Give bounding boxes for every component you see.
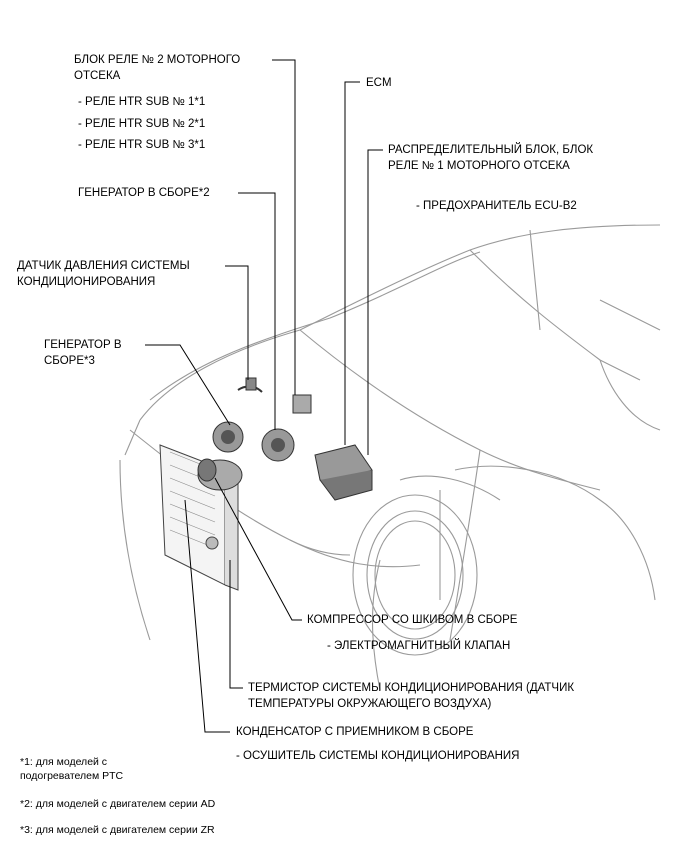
label-relay-htr-2: - РЕЛЕ HTR SUB № 2*1 (78, 118, 206, 130)
footnote-1-line1: *1: для моделей с (20, 756, 108, 768)
label-magnetic-clutch: - ЭЛЕКТРОМАГНИТНЫЙ КЛАПАН (327, 640, 511, 652)
label-relay-block-2-line1: БЛОК РЕЛЕ № 2 МОТОРНОГО (74, 54, 241, 66)
leader-compressor (214, 477, 302, 621)
label-generator-zr-line2: СБОРЕ*3 (44, 355, 95, 367)
leader-relay-block-2 (272, 59, 296, 395)
label-junction-block-line1: РАСПРЕДЕЛИТЕЛЬНЫЙ БЛОК, БЛОК (388, 144, 594, 156)
leader-ecm (344, 81, 360, 445)
ecm-part (292, 394, 312, 414)
label-relay-block-2-line2: ОТСЕКА (74, 70, 121, 82)
label-thermistor: ТЕРМИСТОР СИСТЕМЫ КОНДИЦИОНИРОВАНИЯ (ДАТ… (248, 680, 574, 712)
label-pressure-sensor-line1: ДАТЧИК ДАВЛЕНИЯ СИСТЕМЫ (17, 260, 190, 272)
label-relay-block-2: БЛОК РЕЛЕ № 2 МОТОРНОГО ОТСЕКА (74, 52, 240, 84)
front-wheel (352, 494, 478, 656)
compressor-part (197, 458, 243, 491)
label-relay-htr-1: - РЕЛЕ HTR SUB № 1*1 (78, 96, 206, 108)
label-generator-ad: ГЕНЕРАТОР В СБОРЕ*2 (78, 187, 210, 199)
label-thermistor-line1: ТЕРМИСТОР СИСТЕМЫ КОНДИЦИОНИРОВАНИЯ (ДАТ… (248, 682, 575, 694)
footnote-1-line2: подогревателем PTC (20, 770, 124, 782)
leader-lines (145, 59, 383, 733)
label-junction-block-line2: РЕЛЕ № 1 МОТОРНОГО ОТСЕКА (388, 160, 570, 172)
pressure-sensor-part (237, 377, 263, 393)
label-fuse-ecu-b2: - ПРЕДОХРАНИТЕЛЬ ECU-B2 (416, 200, 577, 212)
label-pressure-sensor: ДАТЧИК ДАВЛЕНИЯ СИСТЕМЫ КОНДИЦИОНИРОВАНИ… (17, 258, 190, 290)
leader-generator-zr (145, 344, 231, 426)
footnote-3: *3: для моделей с двигателем серии ZR (20, 824, 215, 836)
label-compressor: КОМПРЕССОР СО ШКИВОМ В СБОРЕ (307, 614, 518, 626)
leader-pressure-sensor (225, 265, 249, 380)
label-junction-block: РАСПРЕДЕЛИТЕЛЬНЫЙ БЛОК, БЛОК РЕЛЕ № 1 МО… (388, 142, 593, 174)
generator-ad-part (261, 428, 295, 462)
label-pressure-sensor-line2: КОНДИЦИОНИРОВАНИЯ (17, 276, 156, 288)
footnote-1: *1: для моделей с подогревателем PTC (20, 755, 123, 783)
junction-block-part (314, 444, 373, 501)
label-thermistor-line2: ТЕМПЕРАТУРЫ ОКРУЖАЮЩЕГО ВОЗДУХА) (248, 698, 492, 710)
label-generator-zr-line1: ГЕНЕРАТОР В (44, 339, 122, 351)
leader-junction-block (367, 149, 383, 455)
label-ecm: ECM (366, 77, 392, 89)
generator-zr-part (212, 421, 244, 453)
label-dryer: - ОСУШИТЕЛЬ СИСТЕМЫ КОНДИЦИОНИРОВАНИЯ (236, 750, 520, 762)
leader-generator-ad (238, 192, 276, 430)
footnote-2: *2: для моделей с двигателем серии AD (20, 798, 216, 810)
label-condenser: КОНДЕНСАТОР С ПРИЕМНИКОМ В СБОРЕ (236, 726, 474, 738)
leader-thermistor (229, 560, 243, 689)
label-generator-zr: ГЕНЕРАТОР В СБОРЕ*3 (44, 337, 122, 369)
leader-condenser (184, 499, 230, 733)
label-relay-htr-3: - РЕЛЕ HTR SUB № 3*1 (78, 139, 206, 151)
